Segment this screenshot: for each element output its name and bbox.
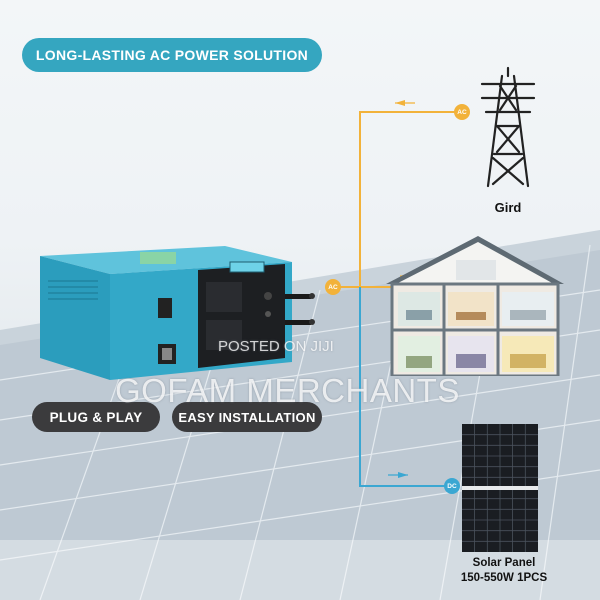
ac-badge-grid: AC [454,104,470,120]
plug-and-play-badge: PLUG & PLAY [32,402,160,432]
inverter-unit [40,246,315,380]
house-icon [386,236,564,376]
easy-installation-badge: EASY INSTALLATION [172,402,322,432]
dc-badge-solar: DC [444,478,460,494]
solar-panel-label-line2: 150-550W 1PCS [460,572,548,584]
ac-badge-house: AC [325,279,341,295]
transmission-tower-icon [480,66,536,188]
grid-label: Gird [494,200,522,215]
solar-panel-label-line1: Solar Panel [472,557,536,569]
solar-panel-label: Solar Panel 150-550W 1PCS [440,556,568,586]
solar-panel-icon [462,424,538,552]
solar-dc-line [359,287,445,487]
headline-banner: LONG-LASTING AC POWER SOLUTION [22,38,322,72]
